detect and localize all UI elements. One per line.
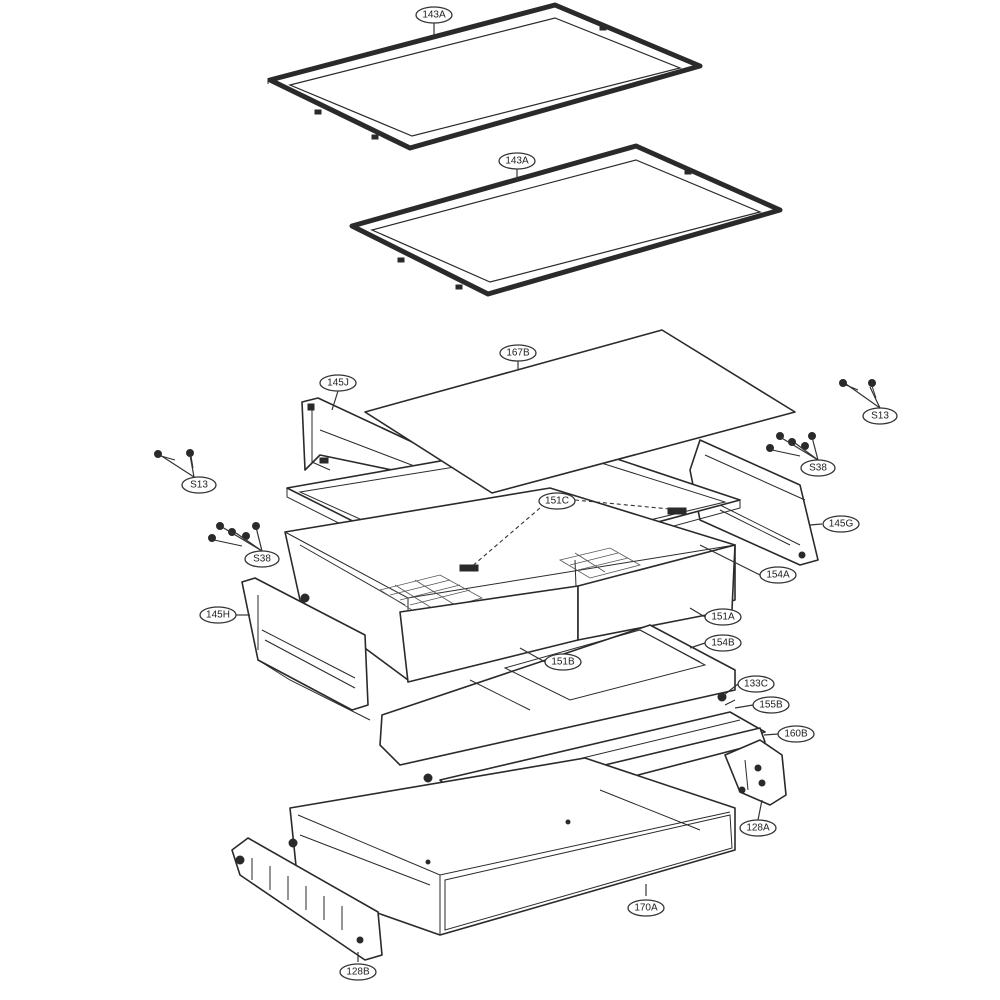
leader-lines — [159, 22, 881, 962]
svg-text:154B: 154B — [711, 638, 735, 649]
shelf-frame-143a-middle — [349, 143, 783, 297]
crisper-drawer-body — [284, 487, 736, 683]
svg-text:145G: 145G — [829, 519, 854, 530]
svg-text:S13: S13 — [190, 480, 208, 491]
callout-154b: 154B — [704, 634, 742, 652]
bracket-128b — [231, 837, 383, 961]
callout-133c: 133C — [737, 675, 775, 693]
svg-text:145H: 145H — [206, 610, 230, 621]
svg-text:167B: 167B — [506, 348, 530, 359]
callout-145h: 145H — [199, 606, 237, 624]
callout-128b: 128B — [339, 963, 377, 981]
callout-170a: 170A — [627, 899, 665, 917]
svg-text:S38: S38 — [809, 463, 827, 474]
svg-text:145J: 145J — [327, 378, 349, 389]
callout-154a: 154A — [759, 566, 797, 584]
glass-cover-167b — [364, 329, 796, 494]
shelf-frame-143a-top — [267, 2, 703, 151]
callout-160b: 160B — [777, 725, 815, 743]
support-plate-151b — [379, 624, 736, 766]
svg-text:154A: 154A — [766, 570, 790, 581]
callout-145j: 145J — [319, 374, 357, 392]
side-rail-145h — [241, 577, 371, 721]
callout-143a-middle: 143A — [498, 152, 536, 170]
callout-143a-top: 143A — [415, 6, 453, 24]
screws-s13-left — [154, 449, 194, 469]
svg-text:143A: 143A — [505, 156, 529, 167]
bracket-128a — [724, 739, 787, 806]
svg-text:160B: 160B — [784, 729, 808, 740]
svg-text:133C: 133C — [744, 679, 768, 690]
svg-text:S13: S13 — [871, 411, 889, 422]
callout-155b: 155B — [752, 696, 790, 714]
callout-128a: 128A — [739, 819, 777, 837]
side-rail-145g — [689, 439, 819, 566]
svg-text:155B: 155B — [759, 700, 783, 711]
svg-text:170A: 170A — [634, 903, 658, 914]
svg-text:151C: 151C — [545, 496, 569, 507]
callout-s13-left: S13 — [181, 476, 217, 494]
svg-text:128B: 128B — [346, 967, 370, 978]
callout-s13-right: S13 — [862, 407, 898, 425]
svg-text:128A: 128A — [746, 823, 770, 834]
callout-s38-left: S38 — [244, 550, 280, 568]
callout-s38-right: S38 — [800, 459, 836, 477]
svg-text:151A: 151A — [711, 612, 735, 623]
svg-text:S38: S38 — [253, 554, 271, 565]
callout-151c: 151C — [538, 492, 576, 510]
svg-text:151B: 151B — [551, 657, 575, 668]
callout-167b: 167B — [499, 344, 537, 362]
callout-151a: 151A — [704, 608, 742, 626]
svg-text:143A: 143A — [422, 10, 446, 21]
callout-145g: 145G — [822, 515, 860, 533]
callout-151b: 151B — [544, 653, 582, 671]
